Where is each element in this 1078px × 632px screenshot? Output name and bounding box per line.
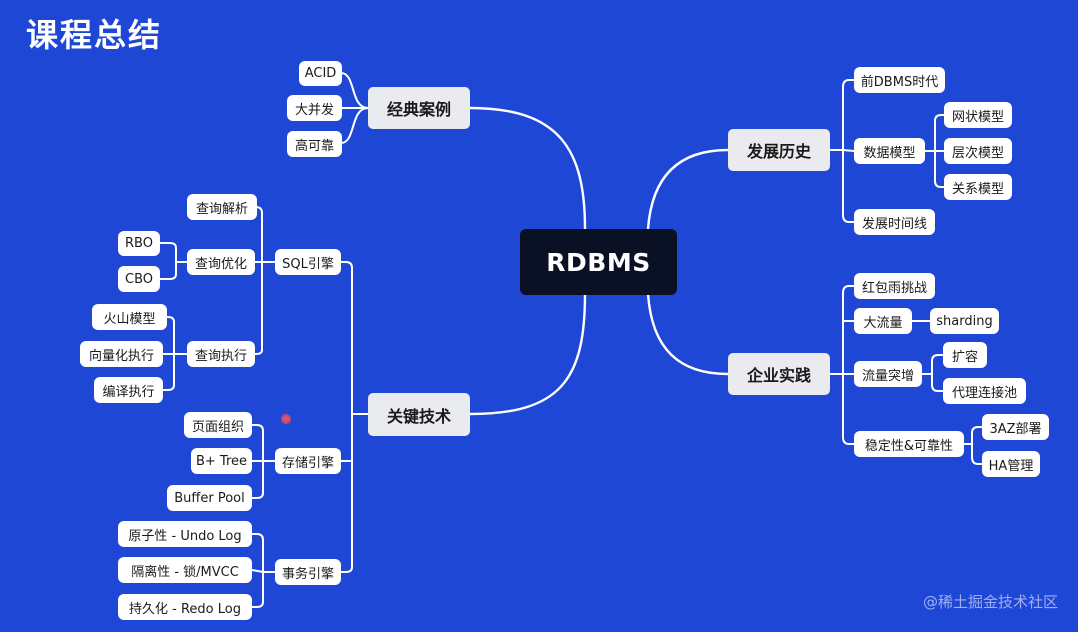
link-datamodel-children [925,114,944,188]
traffic-surge-node[interactable]: 流量突增 [854,361,922,387]
link-classic-children [340,72,369,144]
scale-out-node[interactable]: 扩容 [943,342,987,368]
link-history-children [830,79,855,223]
link-root-history [646,148,729,230]
pre-dbms-node[interactable]: 前DBMS时代 [854,67,945,93]
link-txn-children [251,533,275,608]
data-model-node[interactable]: 数据模型 [854,138,925,164]
link-keytech-bracket [341,261,368,573]
query-parse-node[interactable]: 查询解析 [187,194,257,220]
vectorized-exec-node[interactable]: 向量化执行 [80,341,163,367]
query-execute-node[interactable]: 查询执行 [187,341,255,367]
rbo-node[interactable]: RBO [118,231,160,256]
high-concurrency-node[interactable]: 大并发 [287,95,342,121]
link-execute-children [163,316,187,391]
btree-node[interactable]: B+ Tree [191,448,252,474]
atomicity-node[interactable]: 原子性 - Undo Log [118,521,252,547]
cbo-node[interactable]: CBO [118,266,160,292]
isolation-node[interactable]: 隔离性 - 锁/MVCC [118,557,252,583]
timeline-node[interactable]: 发展时间线 [854,209,935,235]
link-root-classic [469,106,587,230]
root-node[interactable]: RDBMS [520,229,677,295]
page-org-node[interactable]: 页面组织 [184,412,252,438]
classic-cases-node[interactable]: 经典案例 [368,87,470,129]
buffer-pool-node[interactable]: Buffer Pool [167,485,252,511]
proxy-pool-node[interactable]: 代理连接池 [943,378,1026,404]
acid-node[interactable]: ACID [299,61,342,86]
history-node[interactable]: 发展历史 [728,129,830,171]
stability-node[interactable]: 稳定性&可靠性 [854,431,964,457]
query-optimize-node[interactable]: 查询优化 [187,249,255,275]
hierarchical-model-node[interactable]: 层次模型 [944,138,1012,164]
pointer-dot [281,414,291,424]
volcano-model-node[interactable]: 火山模型 [92,304,167,330]
compiled-exec-node[interactable]: 编译执行 [94,377,163,403]
link-root-keytech [469,293,587,416]
link-storage-children [252,424,275,499]
link-optimize-children [160,242,187,280]
durability-node[interactable]: 持久化 - Redo Log [118,594,252,620]
high-reliability-node[interactable]: 高可靠 [287,131,342,157]
ha-mgmt-node[interactable]: HA管理 [982,451,1040,477]
red-packet-node[interactable]: 红包雨挑战 [854,273,935,299]
big-traffic-node[interactable]: 大流量 [854,308,912,334]
page-title: 课程总结 [26,16,163,54]
watermark: @稀土掘金技术社区 [922,593,1058,611]
practice-node[interactable]: 企业实践 [728,353,830,395]
link-stability-children [964,426,982,465]
three-az-node[interactable]: 3AZ部署 [982,414,1049,440]
link-surge-children [922,354,943,392]
link-practice-children [830,285,854,445]
storage-engine-node[interactable]: 存储引擎 [275,448,341,474]
network-model-node[interactable]: 网状模型 [944,102,1012,128]
sharding-node[interactable]: sharding [930,308,999,334]
key-tech-node[interactable]: 关键技术 [368,393,470,436]
link-root-practice [646,293,729,376]
txn-engine-node[interactable]: 事务引擎 [275,559,341,585]
relational-model-node[interactable]: 关系模型 [944,174,1012,200]
sql-engine-node[interactable]: SQL引擎 [275,249,341,275]
link-sql-children [255,206,275,355]
